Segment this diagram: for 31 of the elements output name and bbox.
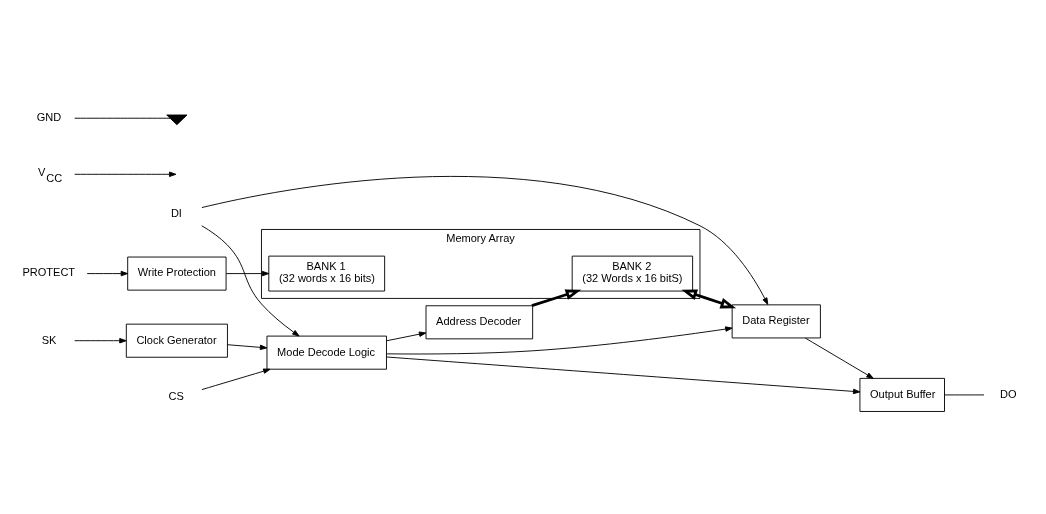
node-text: DO (1000, 387, 1017, 400)
node-box: Clock Generator (125, 323, 228, 358)
node-text: SK (41, 333, 57, 346)
node-text: PROTECT (22, 265, 76, 278)
arrow (225, 270, 270, 276)
node-text: CS (168, 389, 184, 402)
arrow (386, 331, 427, 341)
arrow (201, 368, 271, 390)
node-text: DI (170, 206, 182, 219)
connector (944, 394, 985, 395)
connector (74, 117, 171, 119)
node-ground (166, 114, 188, 125)
arrow (86, 270, 129, 276)
arrow (386, 325, 733, 354)
node-box: Write Protection (127, 256, 227, 291)
arrow (531, 288, 582, 307)
node-box: BANK 1 (32 words x 16 bits) (268, 255, 386, 291)
node-box: BANK 2 (32 Words x 16 bitS) (571, 255, 694, 291)
arrow (74, 171, 177, 177)
node-box: Output Buffer (859, 377, 945, 412)
node-text: GND (36, 110, 62, 123)
node-box: Address Decoder (425, 304, 534, 339)
node-box: Mode Decode Logic (266, 335, 387, 370)
arrow (804, 337, 874, 379)
arrow (681, 289, 737, 308)
node-box: Data Register (731, 303, 821, 338)
arrow (386, 356, 861, 394)
arrow (74, 337, 127, 343)
arrow (201, 175, 769, 305)
arrow (201, 224, 300, 336)
arrow (227, 343, 268, 350)
